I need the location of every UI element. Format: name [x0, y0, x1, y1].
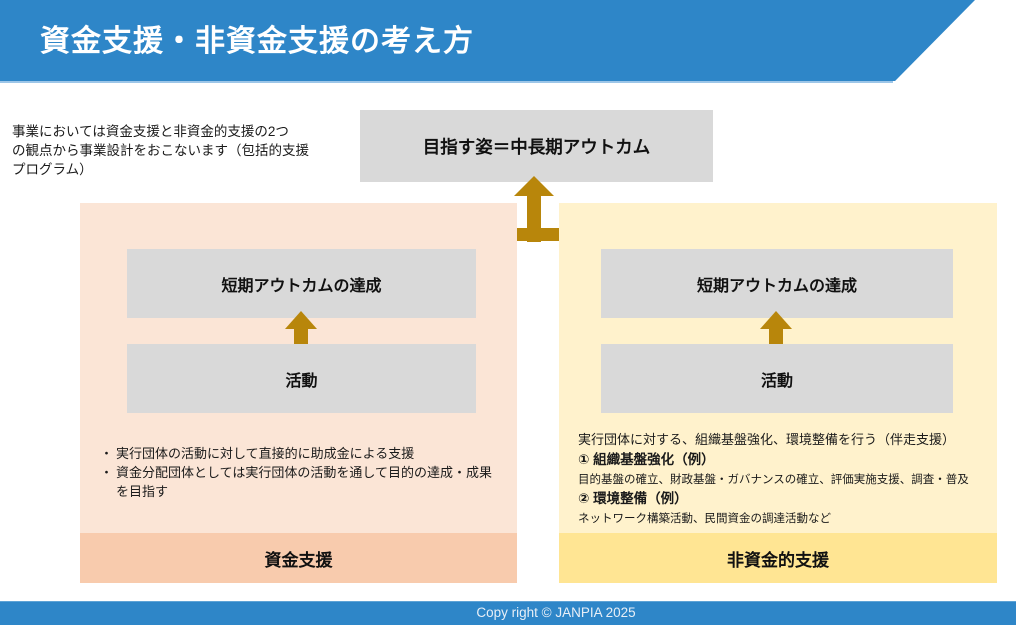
page-title: 資金支援・非資金支援の考え方 — [40, 25, 474, 58]
copyright-text: Copy right © JANPIA 2025 — [476, 605, 636, 620]
left-outcome-box: 短期アウトカムの達成 — [127, 249, 476, 318]
funding-bullet-list: 実行団体の活動に対して直接的に助成金による支援 資金分配団体としては実行団体の活… — [100, 445, 502, 502]
header-banner — [0, 0, 975, 81]
desc-line: 実行団体に対する、組織基盤強化、環境整備を行う（伴走支援） — [578, 432, 956, 447]
left-activity-box: 活動 — [127, 344, 476, 413]
desc-line-heading-2: ② 環境整備（例） — [578, 491, 688, 507]
right-outcome-box: 短期アウトカムの達成 — [601, 249, 953, 318]
arrow-head — [760, 311, 792, 329]
goal-box: 目指す姿＝中長期アウトカム — [360, 110, 713, 182]
non-funding-support-label: 非資金的支援 — [559, 533, 997, 583]
non-funding-support-panel: 短期アウトカムの達成 活動 実行団体に対する、組織基盤強化、環境整備を行う（伴走… — [559, 203, 997, 583]
arrow-head — [285, 311, 317, 329]
desc-line-detail-1: 目的基盤の確立、財政基盤・ガバナンスの確立、評価実施支援、調査・普及 — [578, 473, 969, 486]
header-underline — [0, 81, 893, 83]
list-item: 実行団体の活動に対して直接的に助成金による支援 — [100, 445, 502, 464]
center-up-arrow-shaft — [527, 194, 541, 242]
desc-line-detail-2: ネットワーク構築活動、民間資金の調達活動など — [578, 513, 831, 526]
right-activity-box: 活動 — [601, 344, 953, 413]
list-item: 資金分配団体としては実行団体の活動を通して目的の達成・成果を目指す — [100, 464, 502, 502]
funding-support-label: 資金支援 — [80, 533, 517, 583]
non-funding-description: 実行団体に対する、組織基盤強化、環境整備を行う（伴走支援） ① 組織基盤強化（例… — [578, 431, 990, 528]
intro-text: 事業においては資金支援と非資金的支援の2つ の観点から事業設計をおこないます（包… — [12, 124, 309, 178]
footer-bar: Copy right © JANPIA 2025 — [0, 601, 1016, 625]
desc-line-heading-1: ① 組織基盤強化（例） — [578, 451, 715, 467]
funding-support-panel: 短期アウトカムの達成 活動 実行団体の活動に対して直接的に助成金による支援 資金… — [80, 203, 517, 583]
